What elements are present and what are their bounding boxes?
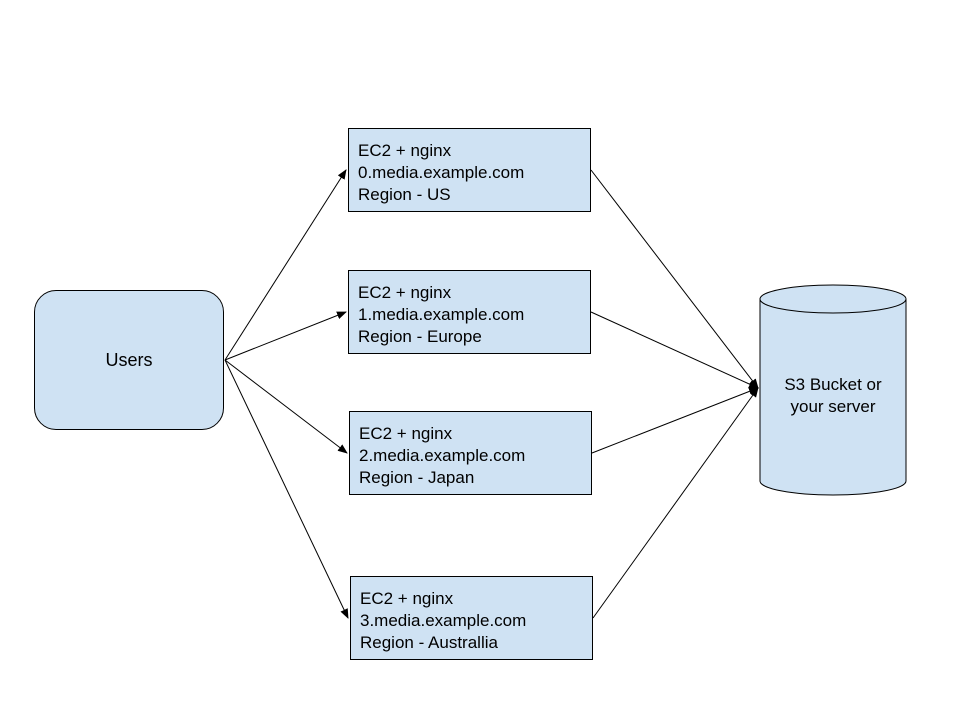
server-node-japan: EC2 + nginx 2.media.example.com Region -… [349,411,592,495]
arrow-server-3-to-storage [592,387,759,619]
users-label: Users [105,349,153,370]
storage-cylinder [759,284,907,496]
arrow-server-1-to-storage [590,311,759,389]
server-type: EC2 + nginx [359,424,453,443]
server-region: Region - Japan [359,468,475,487]
arrow-users-to-server-0 [224,169,347,361]
storage-label-line2: your server [790,397,876,416]
server-type: EC2 + nginx [358,141,452,160]
server-type: EC2 + nginx [358,283,452,302]
arrow-users-to-server-1 [224,311,347,361]
arrow-server-2-to-storage [591,387,759,454]
server-region: Region - US [358,185,451,204]
server-hostname: 2.media.example.com [359,446,526,465]
storage-label: S3 Bucket or your server [760,374,906,418]
server-node-europe: EC2 + nginx 1.media.example.com Region -… [348,270,591,354]
arrow-server-0-to-storage [590,169,759,389]
server-type: EC2 + nginx [360,589,454,608]
server-region: Region - Australlia [360,633,498,652]
arrow-users-to-server-2 [224,359,348,454]
arrow-users-to-server-3 [224,359,349,619]
server-node-us: EC2 + nginx 0.media.example.com Region -… [348,128,591,212]
server-hostname: 0.media.example.com [358,163,525,182]
storage-label-line1: S3 Bucket or [784,375,882,394]
users-node: Users [34,290,224,430]
server-hostname: 3.media.example.com [360,611,527,630]
server-hostname: 1.media.example.com [358,305,525,324]
server-node-australia: EC2 + nginx 3.media.example.com Region -… [350,576,593,660]
server-region: Region - Europe [358,327,482,346]
